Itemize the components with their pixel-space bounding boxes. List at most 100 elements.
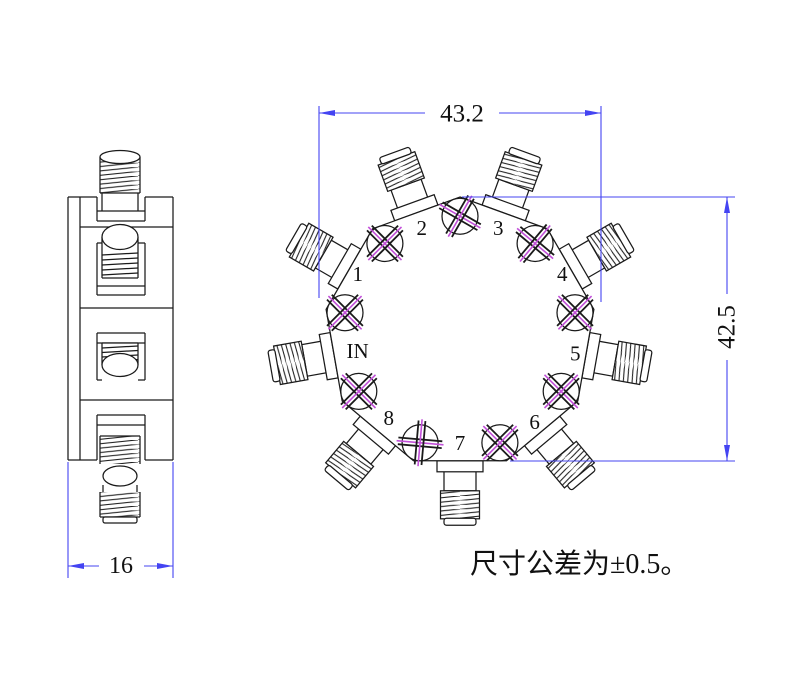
inner-connector-b-cap [101,352,139,378]
connector-cap [324,465,353,491]
top-stud-thread-outline [99,157,141,194]
top-stud-cylinder [101,193,139,211]
arrow-down-icon [724,445,730,461]
screw-slot-centerline [327,295,363,330]
sma-connector-port-6 [523,415,596,491]
sma-connector-port-7 [436,460,484,526]
screw-slot-edge [445,194,469,235]
port-label-2: 2 [416,216,427,240]
port-label-3: 3 [493,216,504,240]
bottom-stud-joint [102,465,138,487]
dimension-side-width-label: 16 [109,553,133,579]
side-body-outline [67,196,174,461]
screw-slot-centerline [341,374,377,409]
connector-cap [612,223,635,254]
arrow-left-icon [319,110,335,116]
screw-slot-edge [486,428,519,462]
sma-connector-port-4 [558,222,635,290]
sma-connector-port-3 [481,146,543,222]
screw-slot-edge [326,294,359,327]
front-view-drawing: 1 2 3 4 5 6 7 8 IN [267,146,653,526]
bottom-stud-cap [102,516,138,524]
dimension-width: 43.2 [318,101,602,302]
sma-connector-port-8 [324,415,397,491]
port-label-7: 7 [455,431,466,455]
bottom-stud-upper-thread-hatch [100,436,140,464]
connector-cap [639,349,653,383]
screw-slot-centerline [447,195,473,237]
sma-connector-port-IN [267,331,339,386]
screw-slot-edge [561,298,594,332]
arrow-up-icon [724,197,730,213]
bottom-stud-cylinder [102,485,138,492]
top-stud-recess [96,197,146,222]
connector-cap [267,349,281,383]
screw-slot-edge [542,372,575,406]
connector-flange [436,460,484,473]
port-label-1: 1 [353,262,364,286]
cover-screw [396,419,444,467]
screw-slot-centerline [557,295,593,330]
screw-slot-centerline [519,224,551,263]
sma-connector-port-5 [581,331,653,386]
port-label-6: 6 [529,410,540,434]
connector-cap [285,223,308,254]
connector-cap [379,146,412,165]
screw-slot-edge [413,420,420,465]
port-label-IN: IN [347,339,369,363]
cover-screw [481,424,519,462]
connector-cap [567,465,596,491]
arrow-right-icon [585,110,601,116]
dimension-height-label: 42.5 [714,305,741,349]
screw-slot-edge [522,228,553,264]
side-view-drawing [67,149,174,524]
inner-connector-b-threads [101,345,139,363]
dimension-width-extension-lines [318,106,602,302]
arrow-left-icon [68,563,84,569]
screw-slot-edge [547,377,580,411]
inner-connector-a-cap [101,223,139,251]
connector-thread-hatch [586,223,631,271]
cover-screw [515,223,555,264]
cover-screw [326,294,364,332]
cover-screw [340,372,378,411]
connector-thread-hatch [325,441,374,488]
screw-slot-edge [331,298,364,332]
dimension-height: 42.5 [462,196,741,462]
screw-slot-edge [345,377,378,411]
screw-slot-centerline [482,425,518,460]
sma-connector-port-1 [285,222,362,290]
dimension-side-width-extension-lines [67,462,174,578]
connector-thread-hatch [546,441,595,488]
dimension-side-width: 16 [67,462,174,579]
top-stud-cap [99,149,141,165]
screw-slot-edge [517,223,548,259]
port-label-8: 8 [383,406,394,430]
screw-slot-edge [420,421,427,466]
screw-slot-centerline [367,226,403,261]
arrow-right-icon [157,563,173,569]
port-label-5: 5 [570,341,581,365]
connector-thread-hatch [273,341,308,385]
inner-connector-a-outline [101,237,139,279]
screw-slot-edge [556,294,589,327]
screw-slot-edge [366,224,399,258]
connector-neck [443,470,477,492]
bottom-stud-recess [96,414,146,460]
dimension-width-label: 43.2 [440,101,484,128]
cover-screw [366,224,404,263]
bottom-stud-lower-thread-hatch [100,492,140,517]
connector-cap [508,146,541,165]
bottom-stud-upper-thread-outline [99,435,141,464]
dimension-height-extension-lines [462,196,735,462]
screw-slot-centerline [417,419,423,467]
screw-slot-edge [481,424,514,457]
screw-slot-edge [371,229,404,263]
connector-thread-hatch [612,341,647,385]
inner-connector-a-recess [96,242,146,296]
tolerance-note: 尺寸公差为±0.5。 [470,548,688,580]
port-label-4: 4 [557,262,568,286]
dimension-annotations: 43.2 42.5 16 [67,101,741,579]
